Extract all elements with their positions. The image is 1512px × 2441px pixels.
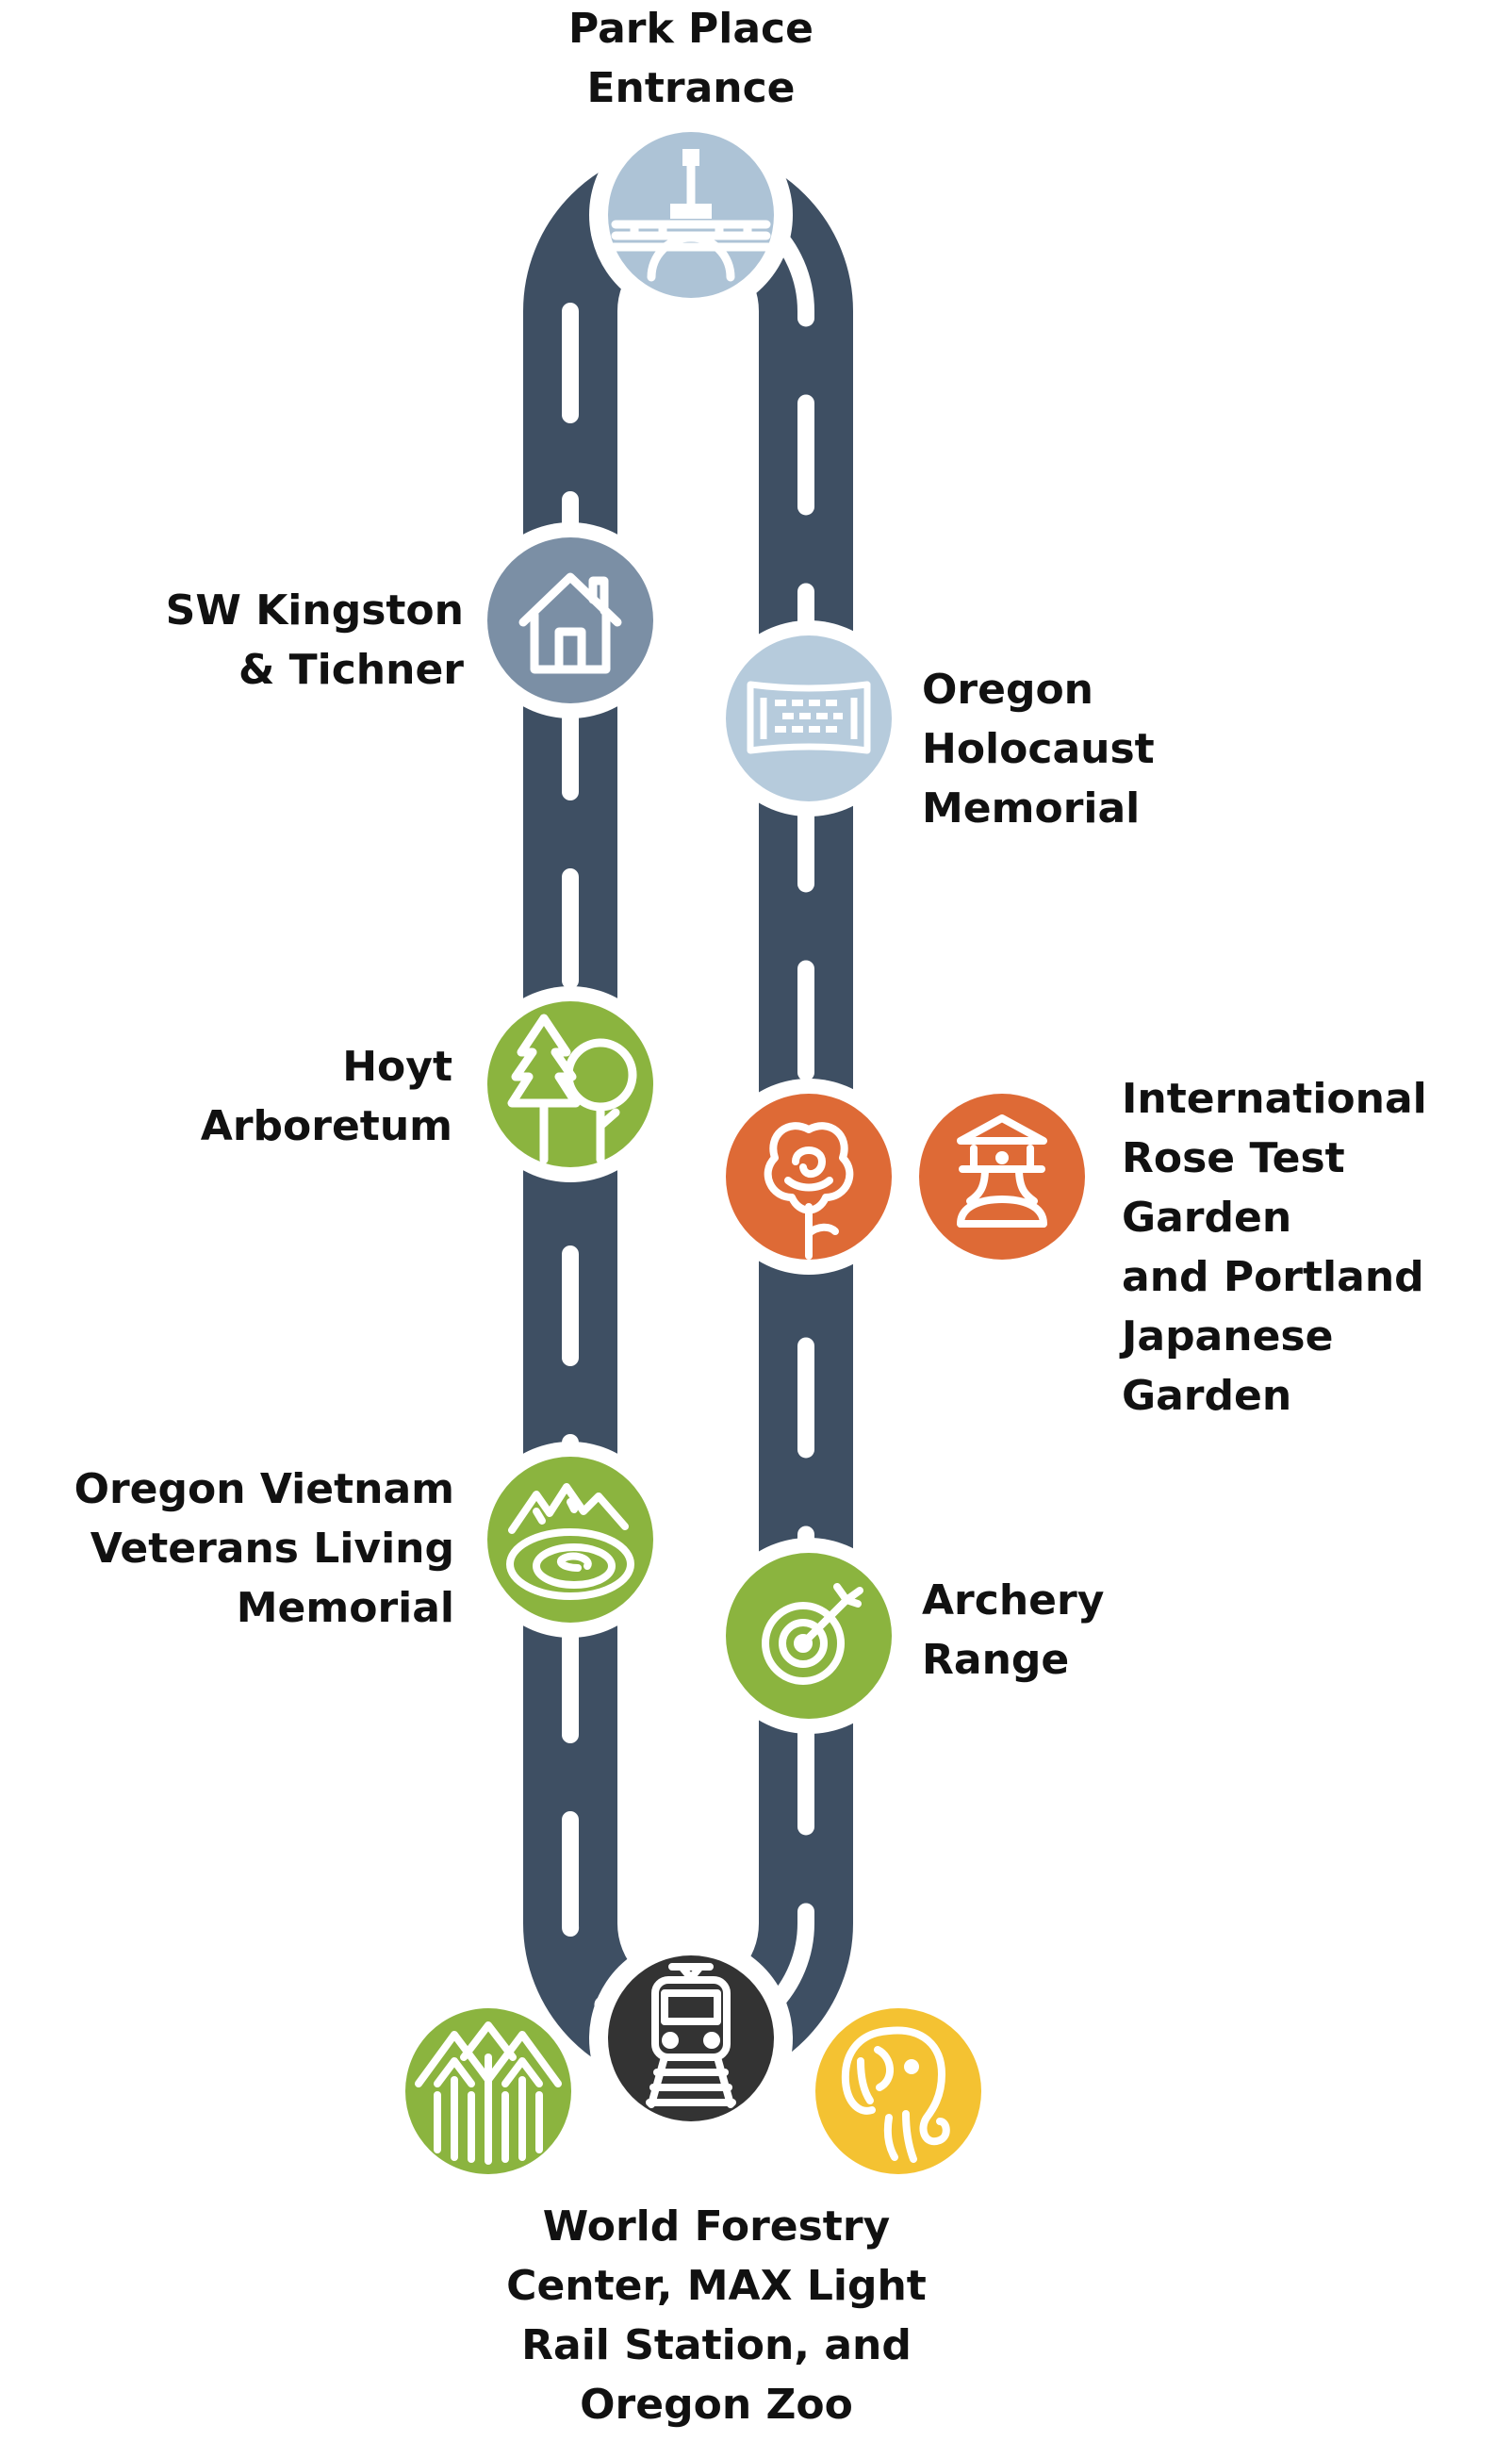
target-arrow-icon [762, 1583, 863, 1685]
stop-oregon-zoo[interactable] [815, 2008, 981, 2174]
label-rose-and-japanese-garden: International Rose Test Garden and Portl… [1122, 1075, 1427, 1420]
stop-park-place[interactable] [589, 113, 793, 317]
stop-holocaust-memorial[interactable] [711, 620, 907, 816]
label-hoyt-arboretum: Hoyt Arboretum [200, 1043, 452, 1150]
elephant-icon [841, 2026, 950, 2163]
park-gateway-icon [603, 149, 779, 282]
memorial-wall-icon [747, 681, 871, 754]
stop-max-light-rail[interactable] [589, 1937, 793, 2140]
stop-sw-kingston[interactable] [472, 522, 668, 718]
stop-rose-garden[interactable] [711, 1079, 907, 1275]
label-sw-kingston-tichner: SW Kingston & Tichner [165, 586, 464, 694]
house-icon [518, 572, 622, 674]
stop-world-forestry-center[interactable] [405, 2008, 571, 2174]
train-icon [646, 1963, 736, 2108]
stop-vietnam-memorial[interactable] [472, 1442, 668, 1638]
forest-icon [415, 2021, 562, 2165]
stop-archery-range[interactable] [711, 1538, 907, 1734]
label-oregon-vietnam-veterans: Oregon Vietnam Veterans Living Memorial [74, 1465, 454, 1632]
label-park-place-entrance: Park Place Entrance [568, 5, 814, 112]
stop-japanese-garden[interactable] [919, 1094, 1085, 1260]
japanese-lantern-icon [957, 1114, 1047, 1228]
label-archery-range: Archery Range [922, 1576, 1105, 1684]
label-oregon-holocaust-memorial: Oregon Holocaust Memorial [922, 666, 1155, 833]
label-world-forestry-max-zoo: World Forestry Center, MAX Light Rail St… [506, 2202, 927, 2429]
stop-hoyt-arboretum[interactable] [472, 986, 668, 1182]
rose-icon [764, 1122, 854, 1260]
trees-icon [507, 1014, 637, 1164]
mountain-spiral-icon [506, 1483, 634, 1600]
